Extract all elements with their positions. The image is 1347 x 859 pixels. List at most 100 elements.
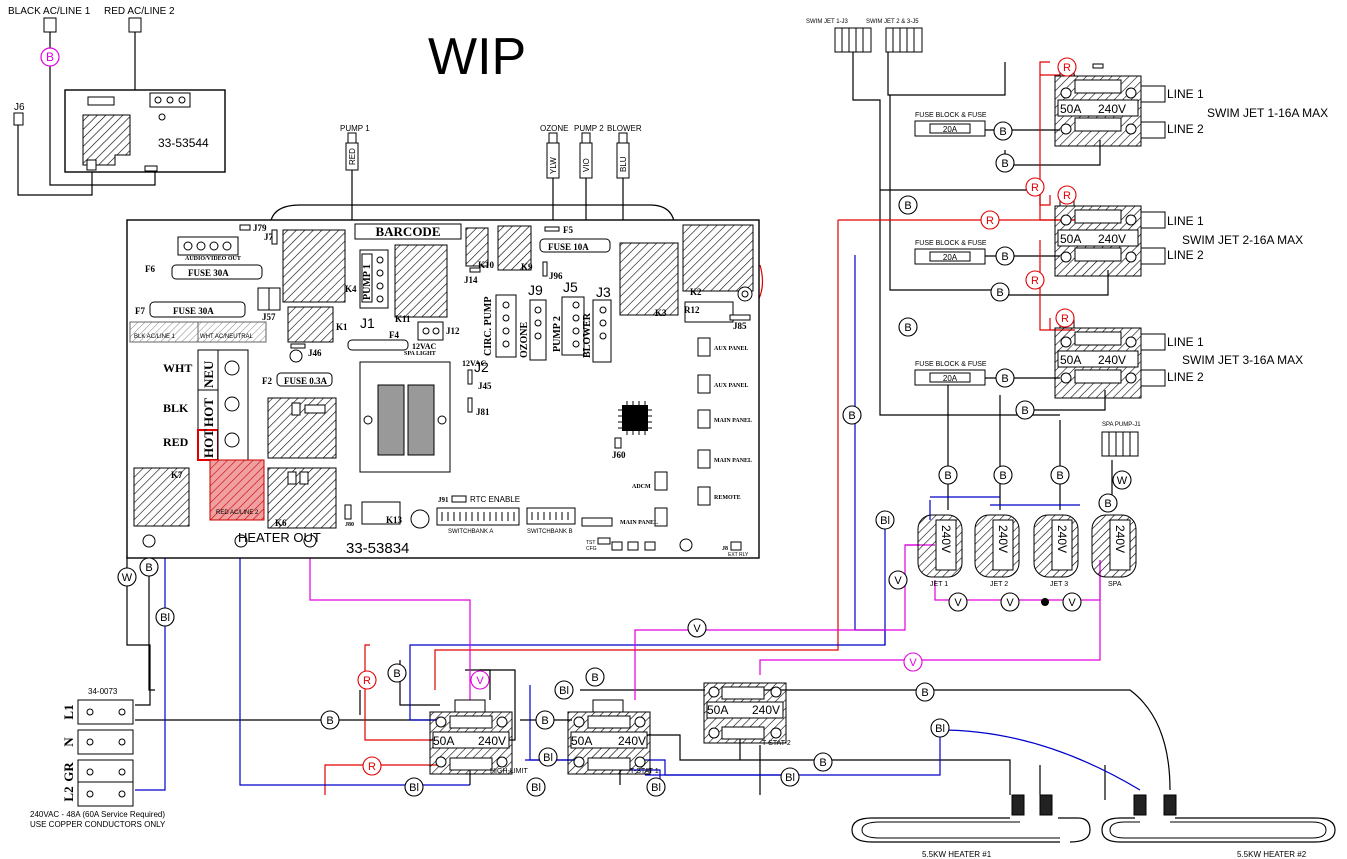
hot2-label: HOT <box>201 429 216 458</box>
j57-label: J57 <box>262 312 276 322</box>
tag-b-2: B <box>904 200 911 212</box>
red-line2-plug <box>128 17 142 33</box>
contactor-tstat1-label: T-STAT 1 <box>630 768 659 775</box>
tag-b-15: B <box>591 672 598 684</box>
tag-v-32-circle <box>1062 592 1082 612</box>
blower-wire-label: BLOWER <box>607 124 642 133</box>
blu-wire-tag: BLU <box>619 156 628 172</box>
j85-label: J85 <box>733 321 747 331</box>
tag-b-18: B <box>921 687 928 699</box>
contactor-tstat1: 50A 240V T-STAT 1 <box>567 699 659 775</box>
j96-label: J96 <box>549 271 563 281</box>
contactor-tstat2: 50A 240V T-STAT 2 <box>703 682 791 747</box>
tag-b-magenta <box>40 47 60 67</box>
tag-w-36: W <box>122 572 133 584</box>
heater-2: 5.5KW HEATER #2 <box>1101 794 1336 859</box>
contactor-high-limit-amps: 50A <box>433 734 454 748</box>
tag-v-34-circle <box>903 652 923 672</box>
tag-b-11-circle <box>1050 465 1070 485</box>
tag-b-3: B <box>1001 251 1008 263</box>
contactor-high-limit: 50A 240V HIGH-LIMIT <box>429 699 528 775</box>
j45-label: J45 <box>478 381 492 391</box>
tag-w-36-circle <box>117 567 137 587</box>
tag-bl-45: Bl <box>651 782 661 794</box>
ozone-connector-label: OZONE <box>519 322 530 358</box>
j14-label: J14 <box>464 275 478 285</box>
swim-contactor-3-line1: LINE 1 <box>1167 335 1204 349</box>
spa-light-label: SPA LIGHT <box>404 351 436 357</box>
swim-contactor-1-line1: LINE 1 <box>1167 87 1204 101</box>
swim-contactor-3-amps: 50A <box>1060 353 1081 367</box>
audio-video-label: AUDIO/VIDEO OUT <box>185 256 241 262</box>
contactor-tstat1-amps: 50A <box>571 734 592 748</box>
tag-bl-42: Bl <box>785 772 795 784</box>
tst-label: TST <box>586 540 595 546</box>
wht-ac-neutral-label: WHT AC/NEUTRAL <box>200 334 254 340</box>
tag-b-1-circle <box>995 153 1015 173</box>
tag-b-12-circle <box>1098 493 1118 513</box>
swim-jet-plugs: SWIM JET 1-J3 SWIM JET 2 & 3-J5 SPA PUMP… <box>806 19 1141 457</box>
terminal-n-label: N <box>61 737 76 747</box>
tag-bl-41-circle <box>538 747 558 767</box>
heater-1-label: 5.5KW HEATER #1 <box>922 850 992 859</box>
k9-label: K9 <box>521 262 533 272</box>
main-board: BARCODE J79 AUDIO/VIDEO OUT F6 FUSE 30A … <box>126 219 760 559</box>
k1-label: K1 <box>336 322 348 332</box>
tag-w-35-circle <box>1112 470 1132 490</box>
terminal-block: 34-0073 L1 N GR L2 240VAC - 48A (60A Ser… <box>30 687 166 829</box>
swim-contactor-2-line2: LINE 2 <box>1167 248 1204 262</box>
12vac-label: 12VAC <box>412 342 437 351</box>
k4-label: K4 <box>345 284 357 294</box>
swim-contactor-1: 50A 240V LINE 1 LINE 2 SWIM JET 1-16A MA… <box>1054 63 1328 147</box>
j1-label: J1 <box>360 315 375 331</box>
service-note: 240VAC - 48A (60A Service Required) <box>30 810 165 819</box>
k7-label: K7 <box>171 470 183 480</box>
spa-pump-j1-label: SPA PUMP-J1 <box>1102 422 1141 428</box>
tag-b-7-circle <box>1015 400 1035 420</box>
contactor-tstat2-volts: 240V <box>752 703 780 717</box>
tag-r-21: R <box>1031 182 1039 194</box>
f4-label: F4 <box>389 330 399 340</box>
junction-dot <box>1041 598 1049 606</box>
pump1-wire-label: PUMP 1 <box>340 124 370 133</box>
terminal-l1-label: L1 <box>61 704 76 719</box>
tag-r-26: R <box>363 675 371 687</box>
fuse-block-1-label: FUSE BLOCK & FUSE <box>915 112 987 119</box>
swim-contactors: 50A 240V LINE 1 LINE 2 SWIM JET 1-16A MA… <box>1054 63 1328 399</box>
rtc-enable-label: RTC ENABLE <box>470 495 520 504</box>
pump1-connector-label: PUMP 1 <box>362 264 373 300</box>
tag-bl-38: Bl <box>160 612 170 624</box>
adcm-label: ADCM <box>632 484 651 490</box>
tag-bl-37-circle <box>875 510 895 530</box>
tag-bl-44: Bl <box>531 782 541 794</box>
terminal-gr: GR <box>61 759 134 785</box>
terminal-l2: L2 <box>61 781 134 807</box>
j6-plug <box>13 112 24 126</box>
terminal-gr-label: GR <box>61 762 76 782</box>
j9-label: J9 <box>528 282 543 298</box>
swim-contactor-1-line2: LINE 2 <box>1167 122 1204 136</box>
tag-b-14: B <box>393 668 400 680</box>
main-panel2-label: MAIN PANEL <box>714 458 752 464</box>
tag-r-20-circle <box>1057 57 1077 77</box>
hot1-label: HOT <box>201 398 216 427</box>
swim-contactor-3: 50A 240V LINE 1 LINE 2 SWIM JET 3-16A MA… <box>1054 319 1303 399</box>
top-left-connectors: BLACK AC/LINE 1 RED AC/LINE 2 B J6 <box>8 6 175 126</box>
tag-bl-39-circle <box>554 680 574 700</box>
tag-v-31: V <box>1006 597 1014 609</box>
fuse-blocks: FUSE BLOCK & FUSE 20A FUSE BLOCK & FUSE … <box>914 112 987 386</box>
tag-b-0-circle <box>993 121 1013 141</box>
tag-b-16: B <box>326 715 333 727</box>
neu-label: NEU <box>201 360 216 388</box>
tag-b-7: B <box>1021 405 1028 417</box>
tag-b-1: B <box>1001 158 1008 170</box>
tag-b-13: B <box>145 562 152 574</box>
f7-label: F7 <box>135 306 145 316</box>
tag-r-24: R <box>1031 275 1039 287</box>
swim-contactor-3-volts: 240V <box>1098 353 1126 367</box>
r12-label: R12 <box>684 305 700 315</box>
swim-contactor-2-amps: 50A <box>1060 232 1081 246</box>
tag-b-19-circle <box>813 752 833 772</box>
